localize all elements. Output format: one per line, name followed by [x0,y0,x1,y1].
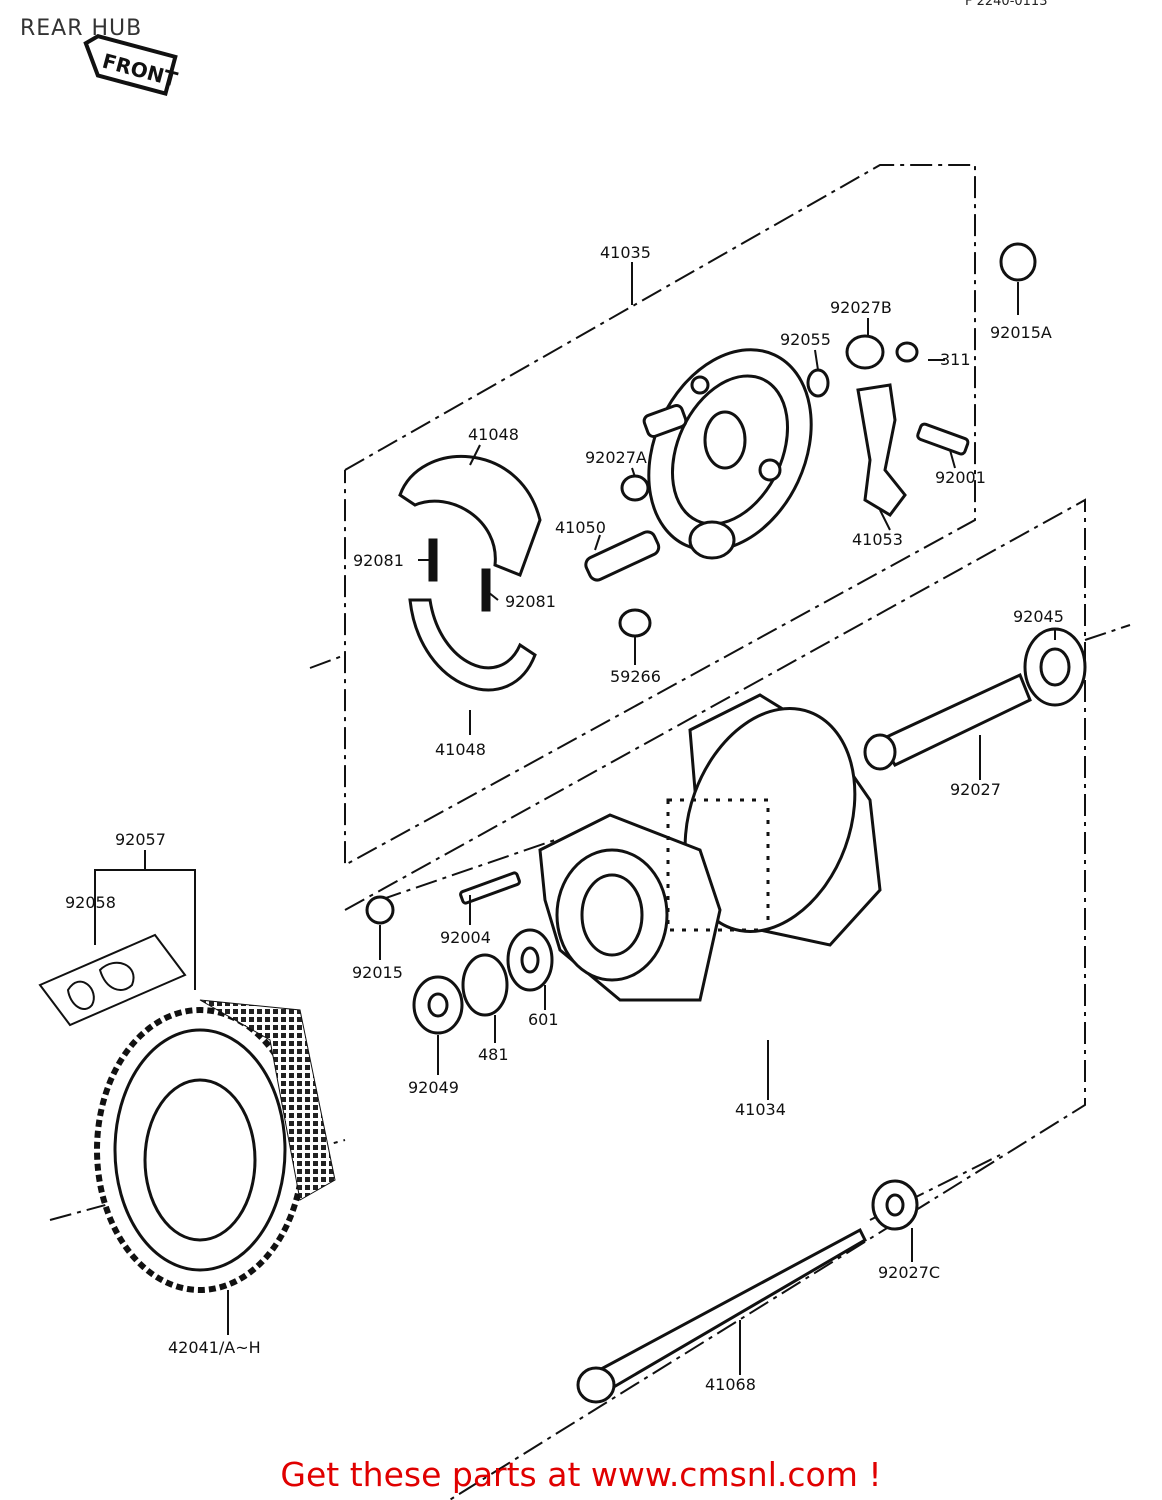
page-title: REAR HUB [20,16,143,41]
axle-and-bearing-drawing [863,627,1087,771]
part-label-42041: 42041/A~H [168,1338,261,1357]
part-label-92027b: 92027B [830,298,892,317]
part-label-92027: 92027 [950,780,1001,799]
part-label-92081-left: 92081 [353,551,404,570]
part-label-41035: 41035 [600,243,651,262]
part-label-92058: 92058 [65,893,116,912]
brake-shoe-drawing [398,454,542,692]
drawing-code: F 2240-0113 [965,0,1048,9]
sprocket-drawing [94,999,336,1293]
cta-footer-link[interactable]: Get these parts at www.cmsnl.com ! [280,1455,882,1494]
part-label-92015: 92015 [352,963,403,982]
brake-panel-group-box [309,164,976,867]
brake-panel-drawing [642,348,813,560]
part-label-59266: 59266 [610,667,661,686]
part-label-92049: 92049 [408,1078,459,1097]
part-label-92027c: 92027C [878,1263,940,1282]
part-labels: 41035 92015A 92027B 92055 311 41048 9202… [65,243,1064,1394]
part-label-92015a: 92015A [990,323,1052,342]
part-label-311: 311 [940,350,971,369]
part-label-92055: 92055 [780,330,831,349]
part-label-41050: 41050 [555,518,606,537]
part-label-92004: 92004 [440,928,491,947]
part-label-41034: 41034 [735,1100,786,1119]
hub-drawing [538,693,882,1002]
axle-drawing [576,1179,919,1404]
part-label-92001: 92001 [935,468,986,487]
part-label-92081-right: 92081 [505,592,556,611]
part-label-41068: 41068 [705,1375,756,1394]
part-label-92045: 92045 [1013,607,1064,626]
part-label-92057: 92057 [115,830,166,849]
hub-small-parts-drawing [365,871,554,1035]
leader-lines [227,262,1056,1375]
part-label-41048-upper: 41048 [468,425,519,444]
part-label-41048-lower: 41048 [435,740,486,759]
cam-and-lever-drawing [584,242,1037,638]
part-label-481: 481 [478,1045,509,1064]
part-label-41053: 41053 [852,530,903,549]
front-arrow-icon: FRONT [83,34,180,97]
part-label-601: 601 [528,1010,559,1029]
part-label-92027a: 92027A [585,448,647,467]
chain-joint-drawing [38,850,196,1027]
